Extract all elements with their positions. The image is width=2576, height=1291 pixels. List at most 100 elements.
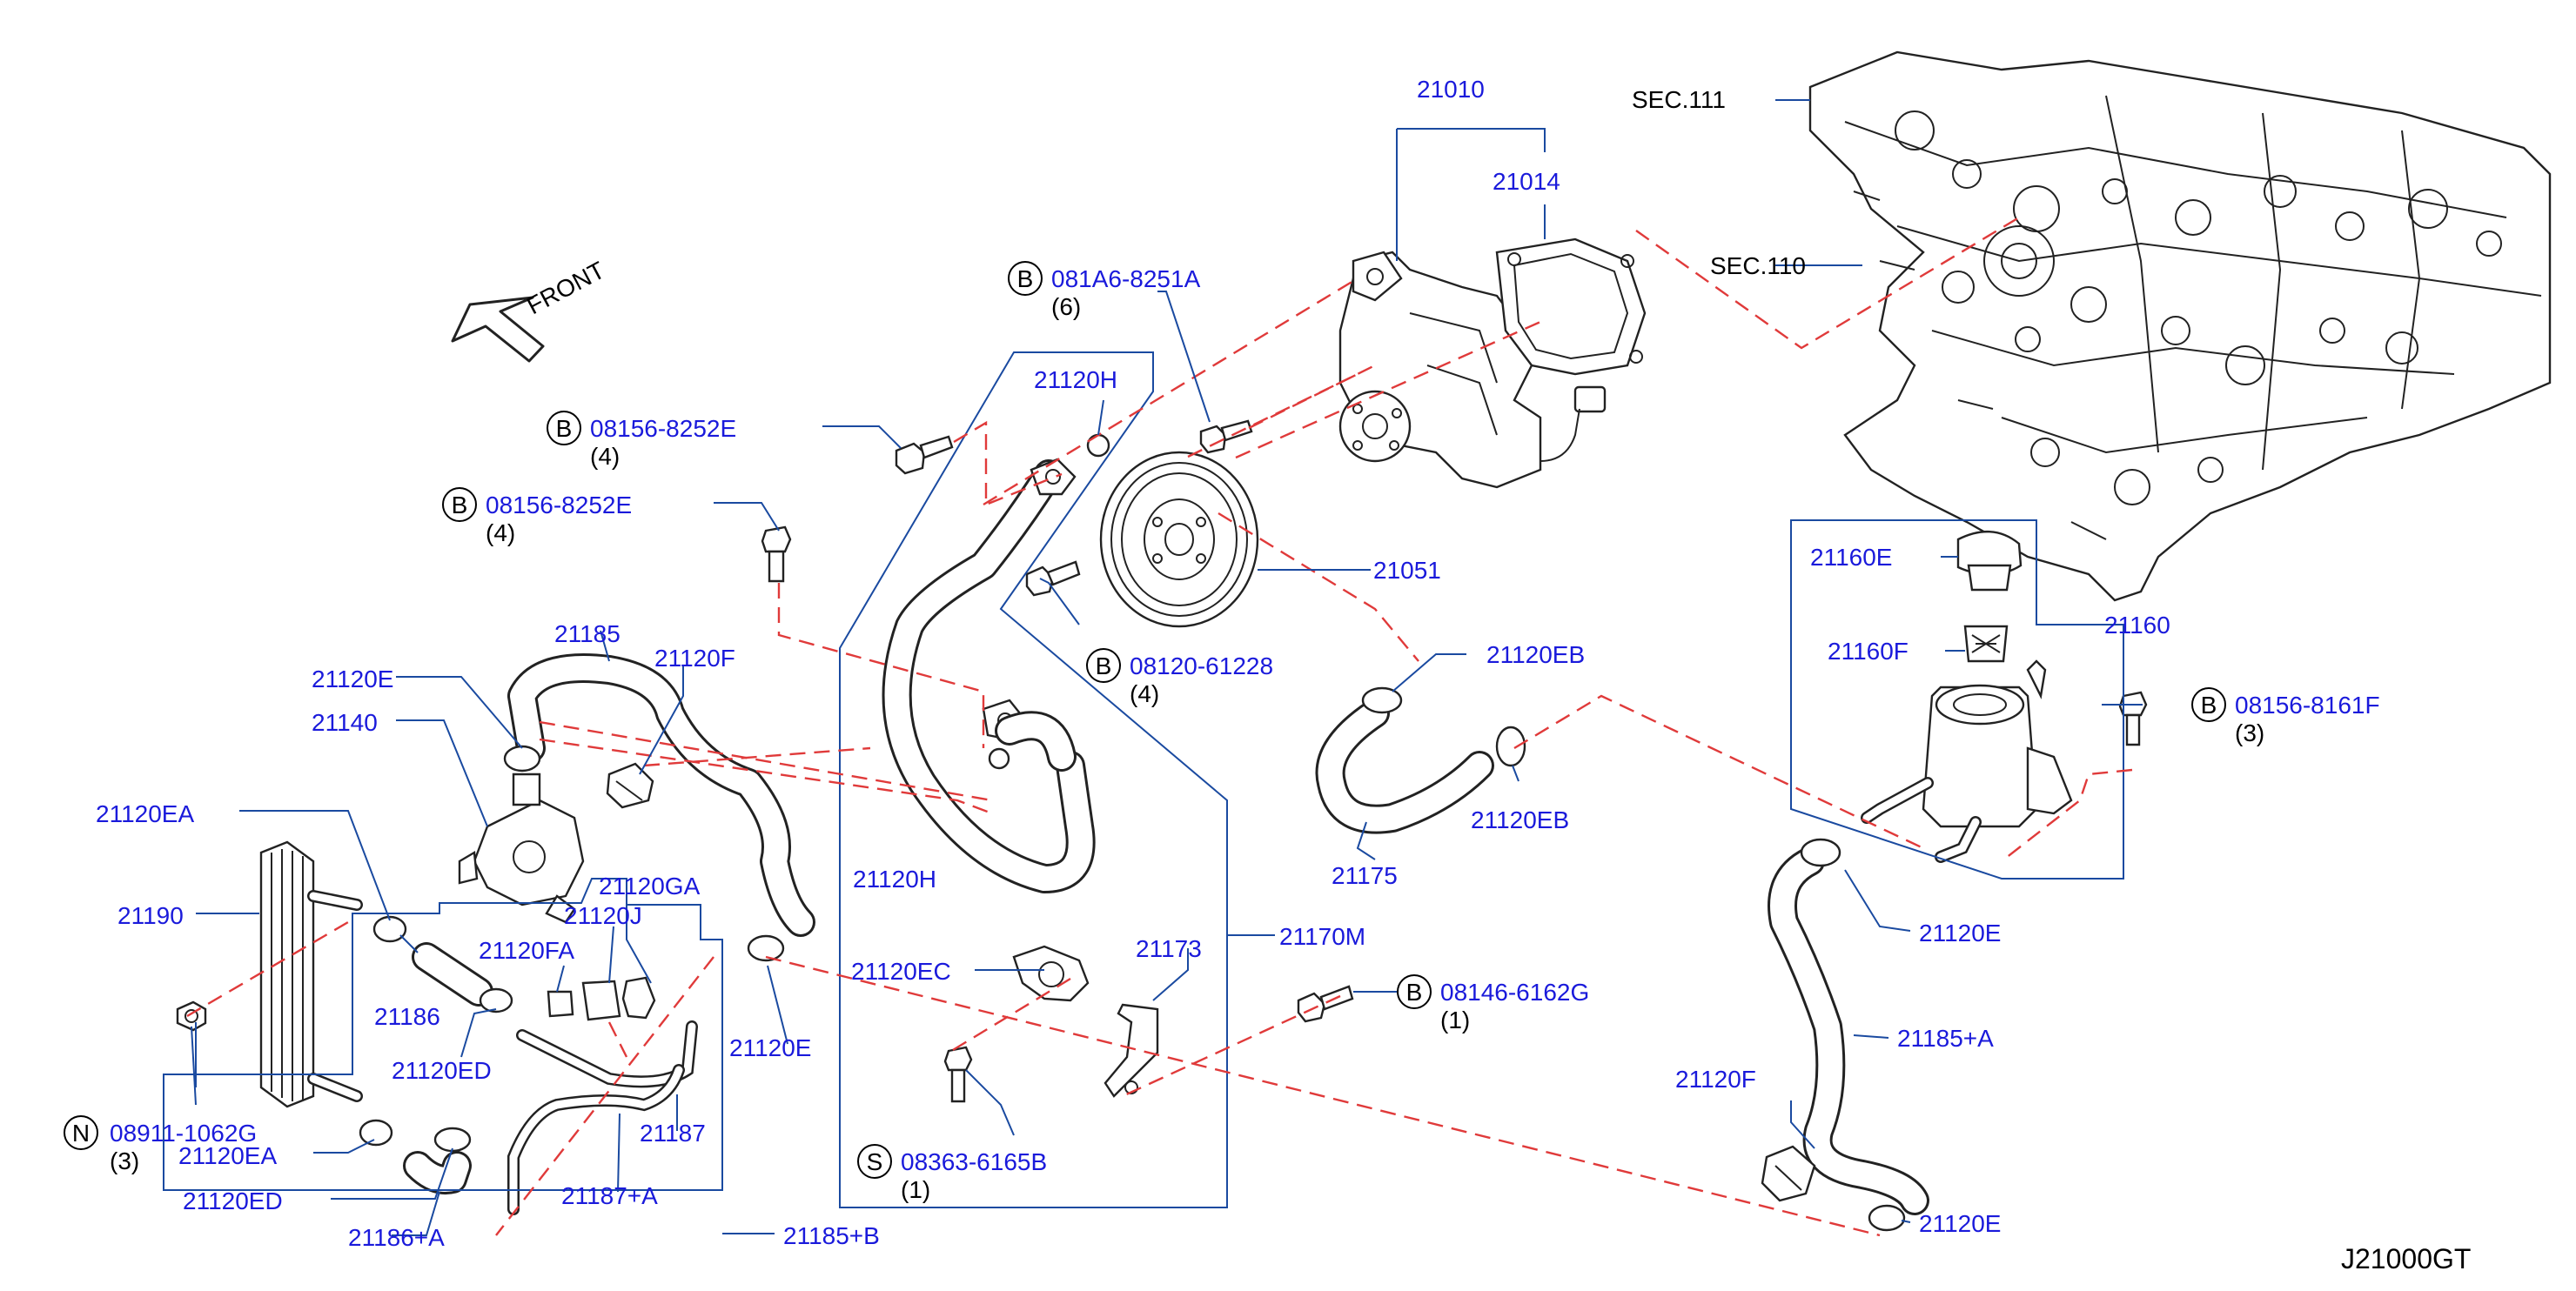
hose-21185a [1768,846,1929,1215]
label-21120fa: 21120FA [479,937,574,964]
strainer-21160f [1963,625,2009,663]
connector-21120f-right [1761,1145,1816,1202]
svg-text:08156-8161F: 08156-8161F [2235,692,2380,719]
label-21186: 21186 [374,1003,440,1030]
svg-text:(3): (3) [2235,719,2264,746]
label-21014: 21014 [1493,168,1560,195]
callout-b-08156-8252e-2: B 08156-8252E (4) [442,487,632,546]
oil-cooler-21190 [259,840,363,1108]
label-21120ec: 21120EC [851,958,951,985]
label-21187a: 21187+A [561,1182,658,1209]
engine-block [1808,50,2552,602]
label-21120ea-bot: 21120EA [178,1142,277,1169]
clamp-21120e-left [503,745,785,962]
svg-text:08363-6165B: 08363-6165B [901,1148,1047,1175]
label-21120e-right: 21120E [1919,920,2001,947]
label-21120ed-top: 21120ED [392,1057,492,1084]
callout-b-08156-8252e-1: B 08156-8252E (4) [547,411,736,470]
label-21160: 21160 [2104,612,2170,639]
pulley-21051 [1099,451,1259,628]
water-pump [1338,251,1607,489]
label-21120eb-bot: 21120EB [1471,806,1569,833]
label-21175: 21175 [1332,862,1398,889]
clamp-21120ec [1012,945,1090,1002]
svg-text:B: B [452,492,468,518]
svg-text:B: B [1096,652,1112,679]
svg-text:S: S [867,1148,883,1175]
callout-letter: B [1017,265,1034,292]
label-21190: 21190 [117,902,184,929]
bolt-icons [176,419,2148,1103]
callout-s-08363-6165b: S 08363-6165B (1) [857,1144,1047,1203]
callout-n-08911-1062g: N 08911-1062G (3) [64,1115,257,1174]
label-21185b: 21185+B [783,1222,880,1249]
diagram-id: J21000GT [2341,1243,2471,1274]
svg-text:N: N [72,1120,90,1147]
leader-lines [191,99,2143,1236]
callout-b-08156-8161f: B 08156-8161F (3) [2191,687,2380,746]
callout-qty: (6) [1051,293,1081,320]
label-sec111: SEC.111 [1632,86,1726,113]
clamp-21120e-right [1800,838,1906,1232]
clamp-21120ga [621,976,656,1020]
svg-text:08156-8252E: 08156-8252E [486,492,632,518]
clamp-21120fa [479,987,513,1013]
svg-text:B: B [1406,979,1423,1006]
svg-text:(4): (4) [486,519,515,546]
clamp-21120ea [359,915,407,1147]
group-outlines [163,351,2124,1208]
front-label: FRONT [522,257,609,320]
label-21051: 21051 [1373,557,1441,584]
bracket-21173 [1104,1003,1159,1098]
label-21160e: 21160E [1810,544,1892,571]
clamp-21120fa-2 [547,990,574,1018]
label-21140: 21140 [312,709,378,736]
gasket-21014 [1495,237,1647,376]
front-arrow-icon [451,296,545,363]
clamp-21120eb [1361,686,1526,767]
valve-21140 [458,773,585,924]
hose-21175 [1315,699,1494,834]
label-21120eb-top: 21120EB [1486,641,1585,668]
part-labels: 21010 21014 SEC.111 SEC.110 21120H 21051… [96,76,2170,1251]
svg-text:(3): (3) [110,1147,139,1174]
label-21010: 21010 [1417,76,1485,103]
svg-text:(1): (1) [1440,1007,1470,1033]
label-21186a: 21186+A [348,1224,445,1251]
label-sec110: SEC.110 [1710,252,1806,279]
callout-number: 081A6-8251A [1051,265,1201,292]
label-21120e-bottom: 21120E [1919,1210,2001,1237]
callout-b-081a6-8251a: B 081A6-8251A (6) [1008,261,1201,320]
o-ring-icons [988,433,1110,770]
label-21173: 21173 [1136,935,1202,962]
label-21185: 21185 [554,620,621,647]
pipe-21187 [507,1020,698,1215]
label-21187: 21187 [640,1120,706,1147]
label-21185a: 21185+A [1897,1025,1994,1052]
dashed-guides [186,216,2133,1237]
reservoir-tank-21160 [1861,659,2073,863]
svg-text:08120-61228: 08120-61228 [1130,652,1273,679]
label-21120ea-top: 21120EA [96,800,194,827]
hose-21186 [412,942,493,1007]
label-21160f: 21160F [1828,638,1909,665]
callout-b-08120-61228: B 08120-61228 (4) [1086,648,1273,707]
connector-21120f-left [606,762,654,809]
label-21120ga: 21120GA [599,873,701,900]
label-21120ed-bot: 21120ED [183,1187,283,1214]
label-21120f-left: 21120F [654,645,735,672]
label-21170m: 21170M [1279,923,1365,950]
label-21120h-bot: 21120H [853,866,936,893]
svg-text:08146-6162G: 08146-6162G [1440,979,1589,1006]
pipe-assembly-21170m [882,458,1096,893]
svg-text:B: B [2201,692,2217,719]
label-21120j: 21120J [564,902,642,929]
svg-text:(4): (4) [1130,680,1159,707]
svg-text:(1): (1) [901,1176,930,1203]
clamp-21120j [581,980,621,1021]
hose-21185 [507,653,815,937]
svg-text:(4): (4) [590,443,620,470]
label-21120f-right: 21120F [1675,1066,1756,1093]
svg-text:08156-8252E: 08156-8252E [590,415,736,442]
